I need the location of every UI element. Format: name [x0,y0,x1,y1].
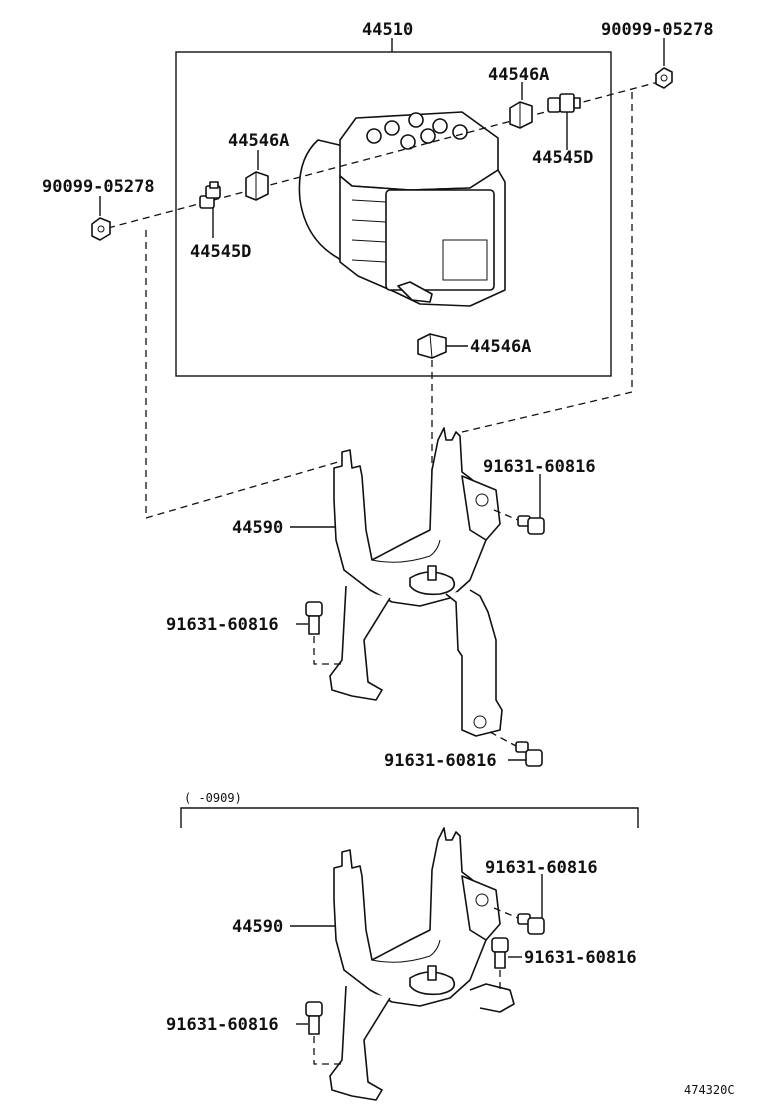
cushion-left-icon [245,171,269,201]
label-cushion-top-right: 44546A [488,65,549,85]
label-cushion-left: 44546A [228,131,289,151]
cushion-top-right-icon [509,101,533,129]
label-bolt-right: 44545D [532,148,593,168]
label-cushion-bottom: 44546A [470,337,531,357]
bolt-left-icon [199,181,221,209]
bracket-lower [329,827,515,1101]
label-bolt-lower-right-1: 91631-60816 [485,858,598,878]
bolt-upper-right-icon [517,515,545,535]
label-bolt-left: 44545D [190,242,251,262]
label-bolt-upper-left: 91631-60816 [166,615,279,635]
label-bolt-upper-bottom: 91631-60816 [384,751,497,771]
bolt-lower-right-2-icon [491,937,509,969]
bracket-upper [329,427,503,737]
label-bolt-lower-right-2: 91631-60816 [524,948,637,968]
label-actuator-assy: 44510 [362,20,413,40]
bolt-lower-right-1-icon [517,913,545,935]
label-nut-top-right: 90099-05278 [601,20,714,40]
label-bracket-lower: 44590 [232,917,283,937]
label-bracket-upper: 44590 [232,518,283,538]
actuator-group-box [175,51,612,377]
bolt-upper-left-icon [305,601,323,635]
nut-top-right-icon [655,67,673,89]
variant-bracket-line [180,807,639,828]
bolt-upper-bottom-icon [515,741,543,767]
abs-actuator [298,111,506,307]
label-figure-code: 474320C [684,1083,735,1097]
cushion-bottom-icon [417,333,447,359]
nut-left-icon [91,217,111,241]
bolt-lower-left-icon [305,1001,323,1035]
label-nut-left: 90099-05278 [42,177,155,197]
bolt-right-icon [547,93,581,113]
label-bolt-lower-left: 91631-60816 [166,1015,279,1035]
label-date-range: ( -0909) [184,791,242,805]
label-bolt-upper-right: 91631-60816 [483,457,596,477]
